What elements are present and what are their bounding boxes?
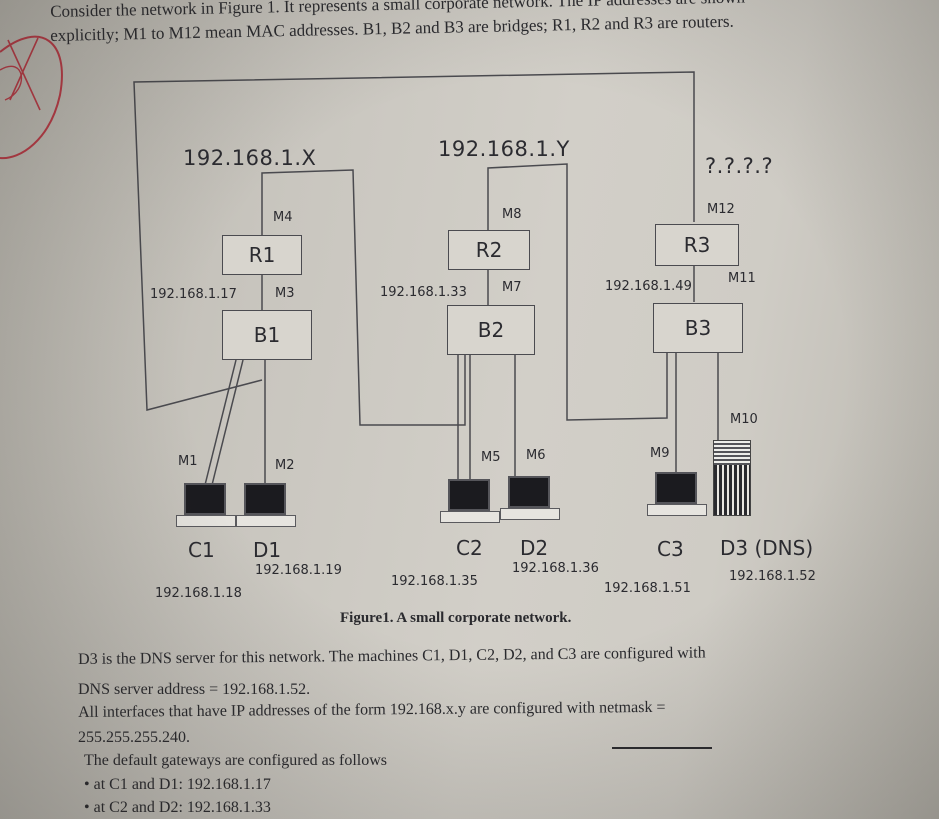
host-c1-name: C1 — [188, 538, 215, 562]
bridge-b3-label: B3 — [684, 316, 712, 340]
host-d1-computer — [236, 483, 296, 527]
bridge-b1: B1 — [222, 310, 312, 360]
host-d2-computer — [500, 476, 560, 520]
r1-ip-label: 192.168.1.17 — [150, 287, 237, 302]
mac-m6-label: M6 — [526, 448, 546, 463]
mac-m5-label: M5 — [481, 450, 501, 465]
bridge-b2: B2 — [447, 305, 535, 355]
r2-ip-label: 192.168.1.33 — [380, 285, 467, 300]
host-c3-computer — [647, 472, 707, 516]
body-paragraph-2-line-2: 255.255.255.240. — [78, 729, 190, 746]
network-y-label: 192.168.1.Y — [438, 137, 570, 161]
mac-m3-label: M3 — [275, 286, 295, 301]
host-d1-name: D1 — [253, 538, 282, 562]
body-paragraph-3: The default gateways are configured as f… — [84, 752, 387, 769]
bridge-b1-label: B1 — [253, 323, 281, 347]
network-unknown-label: ?.?.?.? — [705, 154, 774, 178]
router-r2-label: R2 — [475, 238, 503, 262]
mac-m10-label: M10 — [730, 412, 758, 427]
dns-server-d3 — [713, 440, 751, 516]
r3-ip-label: 192.168.1.49 — [605, 279, 692, 294]
mac-m4-label: M4 — [273, 210, 293, 225]
mac-m8-label: M8 — [502, 207, 522, 222]
host-d3-ip: 192.168.1.52 — [729, 569, 816, 584]
mac-m2-label: M2 — [275, 458, 295, 473]
host-d3-name: D3 (DNS) — [720, 536, 814, 560]
figure-caption: Figure1. A small corporate network. — [340, 610, 572, 626]
mac-m11-label: M11 — [728, 271, 756, 286]
host-d2-ip: 192.168.1.36 — [512, 561, 599, 576]
host-c3-ip: 192.168.1.51 — [604, 581, 691, 596]
mac-m12-label: M12 — [707, 202, 735, 217]
network-x-label: 192.168.1.X — [183, 146, 317, 170]
gateway-bullet-1: • at C1 and D1: 192.168.1.17 — [84, 776, 271, 793]
host-c1-computer — [176, 483, 236, 527]
bridge-b2-label: B2 — [477, 318, 505, 342]
router-r1: R1 — [222, 235, 302, 275]
host-c3-name: C3 — [657, 537, 684, 561]
bridge-b3: B3 — [653, 303, 743, 353]
host-d1-ip: 192.168.1.19 — [255, 563, 342, 578]
host-c2-ip: 192.168.1.35 — [391, 574, 478, 589]
mac-m1-label: M1 — [178, 454, 198, 469]
gateway-bullet-2: • at C2 and D2: 192.168.1.33 — [84, 799, 271, 816]
router-r1-label: R1 — [248, 243, 276, 267]
host-c2-computer — [440, 479, 500, 523]
router-r3-label: R3 — [683, 233, 711, 257]
host-c1-ip: 192.168.1.18 — [155, 586, 242, 601]
mac-m7-label: M7 — [502, 280, 522, 295]
host-c2-name: C2 — [456, 536, 483, 560]
router-r3: R3 — [655, 224, 739, 266]
body-paragraph-1-line-2: DNS server address = 192.168.1.52. — [78, 681, 311, 698]
host-d2-name: D2 — [520, 536, 549, 560]
router-r2: R2 — [448, 230, 530, 270]
mac-m9-label: M9 — [650, 446, 670, 461]
